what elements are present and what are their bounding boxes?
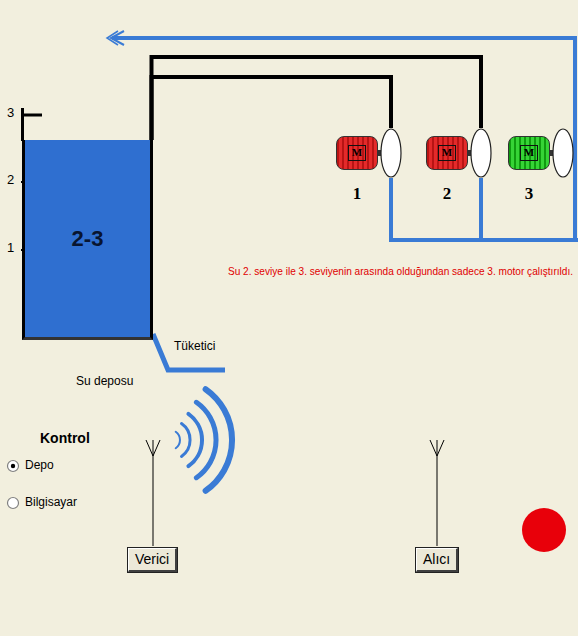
motor-number: 1 <box>342 184 372 204</box>
level-number: 1 <box>7 241 14 256</box>
pump-head-outline <box>381 129 401 177</box>
pipe-connector <box>152 57 482 140</box>
push-button: Verici <box>128 548 177 572</box>
motor-number: 2 <box>432 184 462 204</box>
pump-head <box>552 128 574 178</box>
signal-waves <box>176 389 232 491</box>
motor-symbol: M <box>438 145 456 160</box>
control-heading: Kontrol <box>40 430 90 446</box>
button-label: Verici <box>135 551 169 567</box>
motor-body: M <box>426 136 468 170</box>
motor-pump: M3 <box>508 128 574 178</box>
tank-level-text: 2-3 <box>72 226 104 252</box>
motor-pump: M2 <box>426 128 492 178</box>
level-number: 3 <box>7 106 14 121</box>
pump-head <box>470 128 492 178</box>
motor-pump: M1 <box>336 128 402 178</box>
motor-symbol: M <box>348 145 366 160</box>
level-number: 2 <box>7 173 14 188</box>
outlet-label: Tüketici <box>174 340 215 354</box>
motor-body: M <box>508 136 550 170</box>
pump-head-outline <box>553 129 573 177</box>
radio-label: Bilgisayar <box>25 496 77 510</box>
pipe-connector <box>152 77 392 140</box>
pump-head-outline <box>471 129 491 177</box>
radio-button <box>8 461 19 509</box>
motor-body: M <box>336 136 378 170</box>
motor-number: 3 <box>514 184 544 204</box>
tank-caption: Su deposu <box>76 375 133 389</box>
radio-label: Depo <box>25 459 54 473</box>
button-label: Alıcı <box>423 551 450 567</box>
water-tank: 2-3 <box>22 140 153 340</box>
push-button: Alıcı <box>416 548 458 572</box>
antenna <box>146 440 444 546</box>
motor-symbol: M <box>520 145 538 160</box>
water-pipes <box>107 31 578 370</box>
status-note: Su 2. seviye ile 3. seviyenin arasında o… <box>228 265 573 278</box>
status-lamp <box>522 508 566 552</box>
pump-head <box>380 128 402 178</box>
